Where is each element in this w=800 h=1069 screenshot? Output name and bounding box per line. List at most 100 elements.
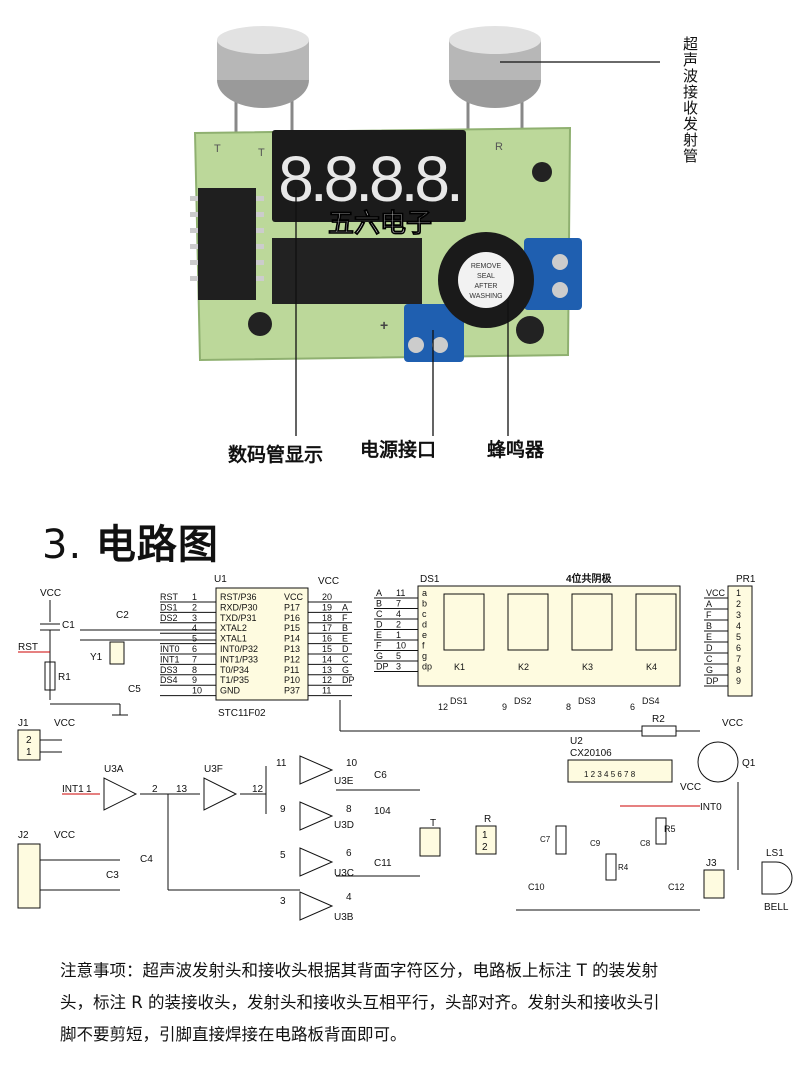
svg-text:R1: R1: [58, 672, 71, 683]
svg-text:J1: J1: [18, 718, 29, 729]
svg-text:5: 5: [280, 850, 286, 861]
svg-text:U3B: U3B: [334, 912, 354, 923]
svg-text:1: 1: [482, 830, 488, 841]
transducer-right: [449, 26, 541, 150]
net-label: VCC: [706, 588, 726, 598]
u1-pin-name: XTAL2: [220, 623, 247, 633]
u1-pin-name: INT0/P32: [220, 644, 258, 654]
net-label: F: [342, 613, 348, 623]
svg-text:U3C: U3C: [334, 868, 354, 879]
pr1-pin-number: 8: [736, 665, 741, 675]
buzzer: REMOVE SEAL AFTER WASHING: [438, 232, 534, 328]
svg-text:2: 2: [482, 842, 488, 853]
svg-text:C7: C7: [540, 835, 551, 844]
net-label: E: [342, 634, 348, 644]
digit-pin: 9: [502, 702, 507, 712]
svg-text:2: 2: [152, 784, 158, 795]
svg-text:T: T: [214, 143, 221, 155]
svg-text:8: 8: [346, 804, 352, 815]
pr1-pin-number: 5: [736, 632, 741, 642]
svg-text:VCC: VCC: [54, 830, 75, 841]
u1-pin-number: 8: [192, 665, 197, 675]
net-label: B: [706, 621, 712, 631]
svg-text:J3: J3: [706, 858, 717, 869]
u1-pin-name: T1/P35: [220, 675, 249, 685]
u1-pin-name: RST/P36: [220, 592, 257, 602]
svg-text:6: 6: [346, 848, 352, 859]
ds1-pin-number: 2: [396, 620, 401, 630]
section-title: 电路图: [95, 522, 219, 568]
svg-text:R: R: [495, 141, 503, 153]
ds1-segment-name: a: [422, 588, 427, 598]
callout-display: 数码管显示: [228, 444, 324, 466]
u1-pin-number: 12: [322, 675, 332, 685]
net-label: D: [706, 643, 713, 653]
svg-text:C6: C6: [374, 770, 387, 781]
u1-pin-name: XTAL1: [220, 634, 247, 644]
svg-text:8.8.8.8.: 8.8.8.8.: [278, 143, 460, 215]
svg-text:R4: R4: [618, 863, 629, 872]
svg-text:104: 104: [374, 806, 391, 817]
pr1-pin-number: 9: [736, 676, 741, 686]
u1-pin-name: P11: [284, 665, 299, 675]
svg-text:C11: C11: [374, 858, 392, 869]
svg-text:R5: R5: [664, 824, 676, 834]
u1-pin-number: 2: [192, 602, 197, 612]
svg-text:LS1: LS1: [766, 848, 784, 859]
net-label: G: [342, 665, 349, 675]
u1-pin-name: VCC: [284, 592, 304, 602]
u1-pin-name: P13: [284, 644, 300, 654]
net-label: DS1: [160, 602, 178, 612]
svg-text:+: +: [380, 317, 388, 333]
net-label: E: [706, 632, 712, 642]
pr1-pin-number: 3: [736, 610, 741, 620]
u1-pin-number: 10: [192, 686, 202, 696]
callout-buzzer: 蜂鸣器: [487, 439, 545, 461]
notice-line-2: 头，标注 R 的装接收头，发射头和接收头互相平行，头部对齐。发射头和接收头引: [60, 993, 660, 1012]
net-label: D: [342, 644, 349, 654]
svg-text:12: 12: [252, 784, 264, 795]
digit-outline: [443, 593, 485, 651]
net-label: B: [342, 623, 348, 633]
svg-text:4: 4: [346, 892, 352, 903]
svg-text:SEAL: SEAL: [477, 273, 495, 280]
ds1-pin-number: 3: [396, 662, 401, 672]
svg-text:U3F: U3F: [204, 764, 223, 775]
u1-pin-name: P17: [284, 602, 300, 612]
u1-pin-number: 6: [192, 644, 197, 654]
ds1-pin-number: 1: [396, 630, 401, 640]
section-number: 3.: [42, 522, 83, 568]
section-heading: 3. 电路图: [42, 512, 219, 570]
net-label: A: [706, 599, 712, 609]
digit-pin: 12: [438, 702, 448, 712]
digit-cathode: K3: [582, 662, 593, 672]
svg-text:C2: C2: [116, 610, 129, 621]
notice-line-3: 脚不要剪短，引脚直接焊接在电路板背面即可。: [60, 1025, 407, 1044]
svg-text:C1: C1: [62, 620, 75, 631]
ds1-pin-number: 5: [396, 651, 401, 661]
svg-text:VCC: VCC: [318, 576, 339, 587]
digit-pin: 6: [630, 702, 635, 712]
ds1-segment-name: d: [422, 620, 427, 630]
svg-text:Q1: Q1: [742, 758, 756, 769]
net-label: INT1: [160, 654, 180, 664]
svg-text:C5: C5: [128, 684, 141, 695]
svg-text:STC11F02: STC11F02: [218, 708, 266, 719]
net-label: DS1: [450, 696, 468, 706]
u1-pin-name: INT1/P33: [220, 654, 258, 664]
u1-pin-number: 11: [322, 686, 331, 696]
pr1-header: [727, 585, 753, 697]
pr1-pin-number: 4: [736, 621, 741, 631]
svg-text:U1: U1: [214, 574, 227, 585]
u1-pin-number: 3: [192, 613, 197, 623]
callout-transducer: 超声波接收发射管: [681, 36, 699, 164]
u1-pin-number: 16: [322, 634, 332, 644]
svg-text:VCC: VCC: [680, 782, 701, 793]
svg-text:PR1: PR1: [736, 574, 756, 585]
mcu-chip: [272, 238, 422, 304]
u1-pin-number: 4: [192, 623, 197, 633]
ic-chip-left: [198, 188, 256, 300]
digit-cathode: K1: [454, 662, 465, 672]
u1-pin-number: 5: [192, 634, 197, 644]
